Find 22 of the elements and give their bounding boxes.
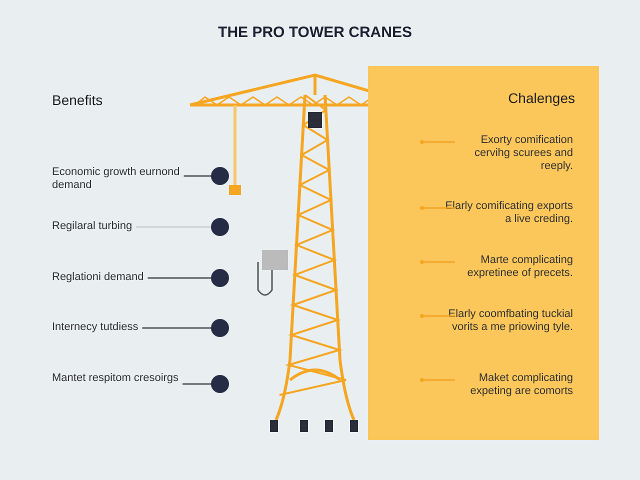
column-heading: Chalenges <box>508 90 575 106</box>
challenge-text: Marte complicating expretinee of precets. <box>443 254 573 280</box>
leader-line <box>142 327 211 329</box>
leader-line <box>184 175 211 177</box>
challenge-text: Exorty comification cervihg scurees and reeply. <box>443 134 573 173</box>
benefit-text: Economic growth eurnond demand <box>52 166 180 192</box>
bullet-dot <box>211 218 229 236</box>
benefit-text: Mantet respitom cresoirgs <box>52 372 180 385</box>
leader-line <box>148 277 211 279</box>
leader-line <box>136 226 211 228</box>
benefit-text: Reglationi demand <box>52 271 180 284</box>
bullet-dot <box>211 269 229 287</box>
bullet-dot <box>211 319 229 337</box>
challenges-panel <box>368 66 599 440</box>
challenge-text: Maket complicating expeting are comorts <box>443 372 573 398</box>
leader-line <box>182 383 211 385</box>
column-heading: Benefits <box>52 92 103 108</box>
bullet-dot <box>211 375 229 393</box>
benefit-text: Internecy tutdiess <box>52 321 180 334</box>
bullet-dot <box>211 167 229 185</box>
title: THE PRO TOWER CRANES <box>218 24 412 41</box>
benefit-text: Regilaral turbing <box>52 220 180 233</box>
